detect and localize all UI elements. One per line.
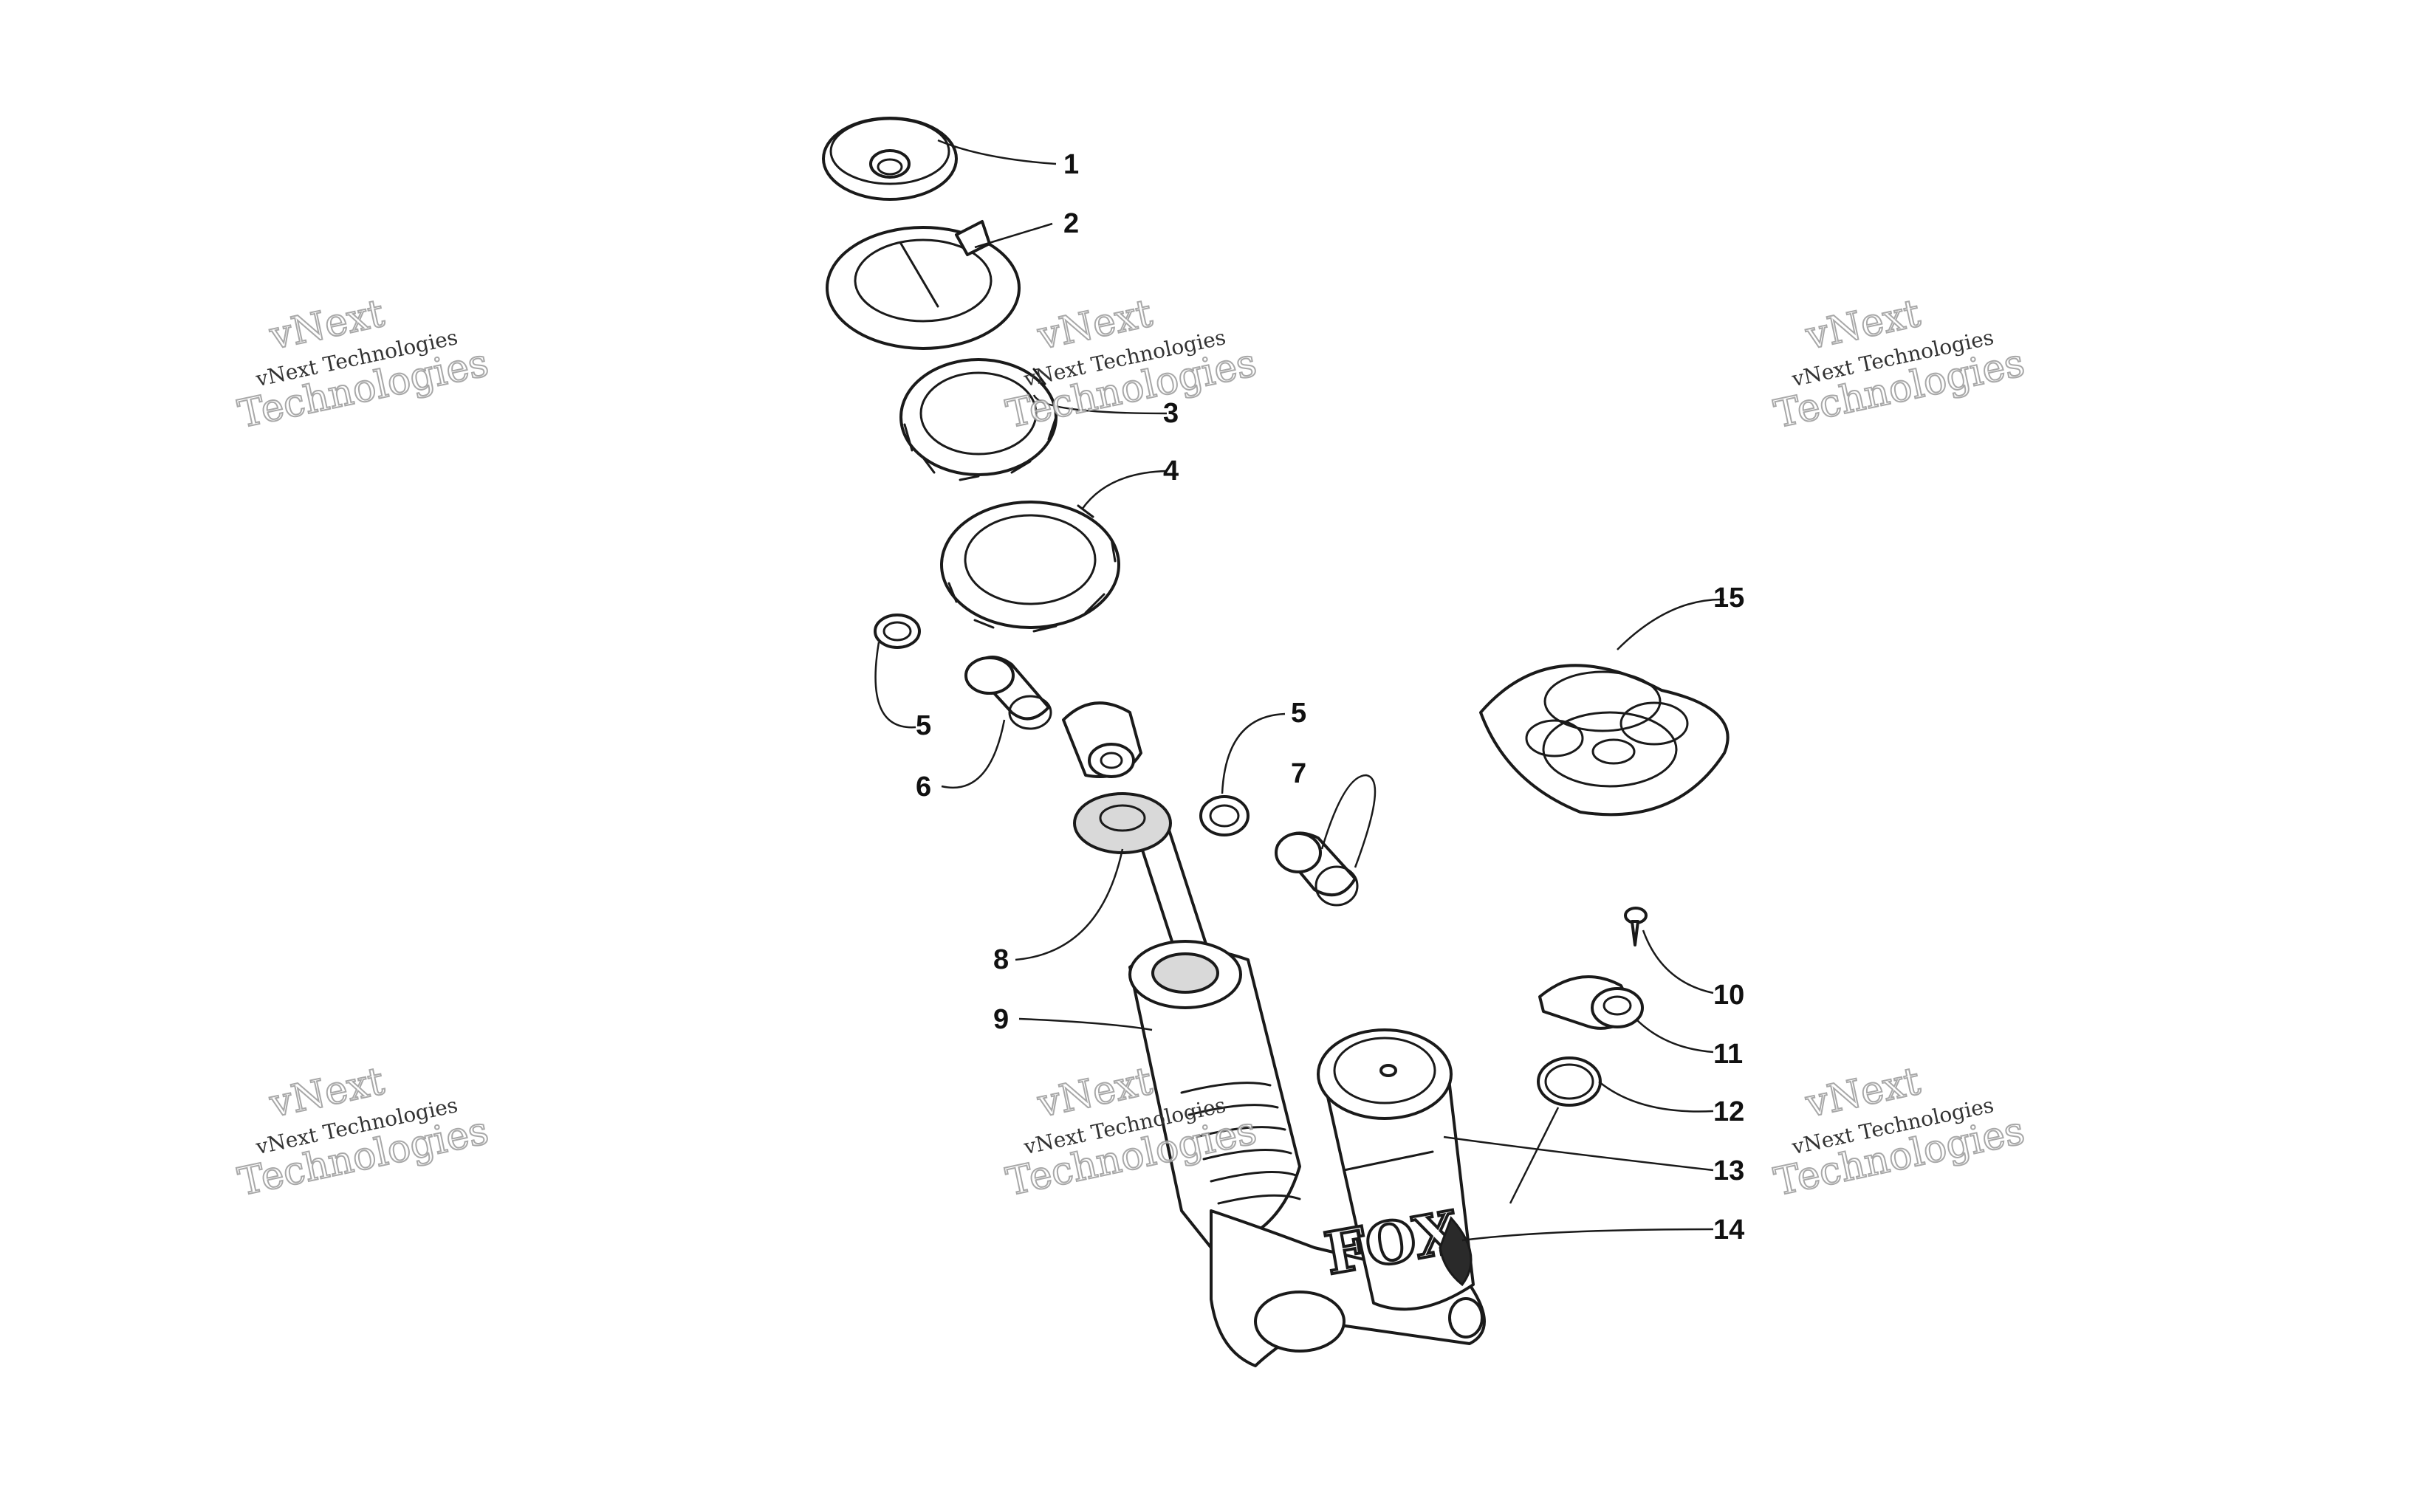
part-8-spacer	[1073, 792, 1172, 854]
callout-8: 8	[993, 944, 1009, 975]
callout-15: 15	[1713, 583, 1744, 614]
watermark-top-left: vNext Technologies vNext Technologies	[234, 290, 493, 437]
part-10-screw	[1624, 907, 1648, 946]
callout-7: 7	[1291, 758, 1306, 789]
callout-6: 6	[916, 772, 931, 803]
part-11-adjuster-knob	[1538, 975, 1644, 1030]
part-13-reservoir: FOX	[1317, 1028, 1475, 1311]
callout-2: 2	[1063, 208, 1079, 239]
callout-13: 13	[1713, 1155, 1744, 1186]
watermark-bottom-left: vNext Technologies vNext Technologies	[234, 1058, 493, 1205]
callout-12: 12	[1713, 1096, 1744, 1127]
watermark-top-center: vNext Technologies vNext Technologies	[1002, 290, 1261, 437]
callout-3: 3	[1163, 398, 1179, 429]
callout-1: 1	[1063, 149, 1079, 180]
part-9-shock-body	[1062, 701, 1486, 1367]
callout-4: 4	[1163, 456, 1179, 487]
part-6-bushing	[964, 656, 1052, 730]
watermark-top-right: vNext Technologies vNext Technologies	[1770, 290, 2029, 437]
part-1-cap-washer	[822, 117, 958, 201]
callout-5-left: 5	[916, 710, 931, 741]
part-5-right-oring	[1199, 795, 1250, 836]
callout-labels: 1 2 3 4 5 6 5 7 8 9 10 11 12 13 14 15	[916, 149, 1744, 1245]
callout-5-right: 5	[1291, 698, 1306, 729]
part-3-spring-collar	[899, 358, 1058, 481]
part-12-oring	[1537, 1056, 1602, 1107]
callout-14: 14	[1713, 1214, 1744, 1245]
callout-9: 9	[993, 1004, 1009, 1035]
part-2-split-ring	[826, 220, 1021, 350]
part-7-bushing	[1275, 831, 1359, 907]
callout-11: 11	[1713, 1039, 1743, 1070]
callout-10: 10	[1713, 980, 1744, 1011]
leader-lines	[874, 139, 1725, 1242]
part-4-lock-ring	[940, 501, 1120, 633]
watermark-bottom-right: vNext Technologies vNext Technologies	[1770, 1058, 2029, 1205]
part-15-seal-kit	[1479, 664, 1730, 817]
part-5-left-oring	[874, 614, 921, 649]
